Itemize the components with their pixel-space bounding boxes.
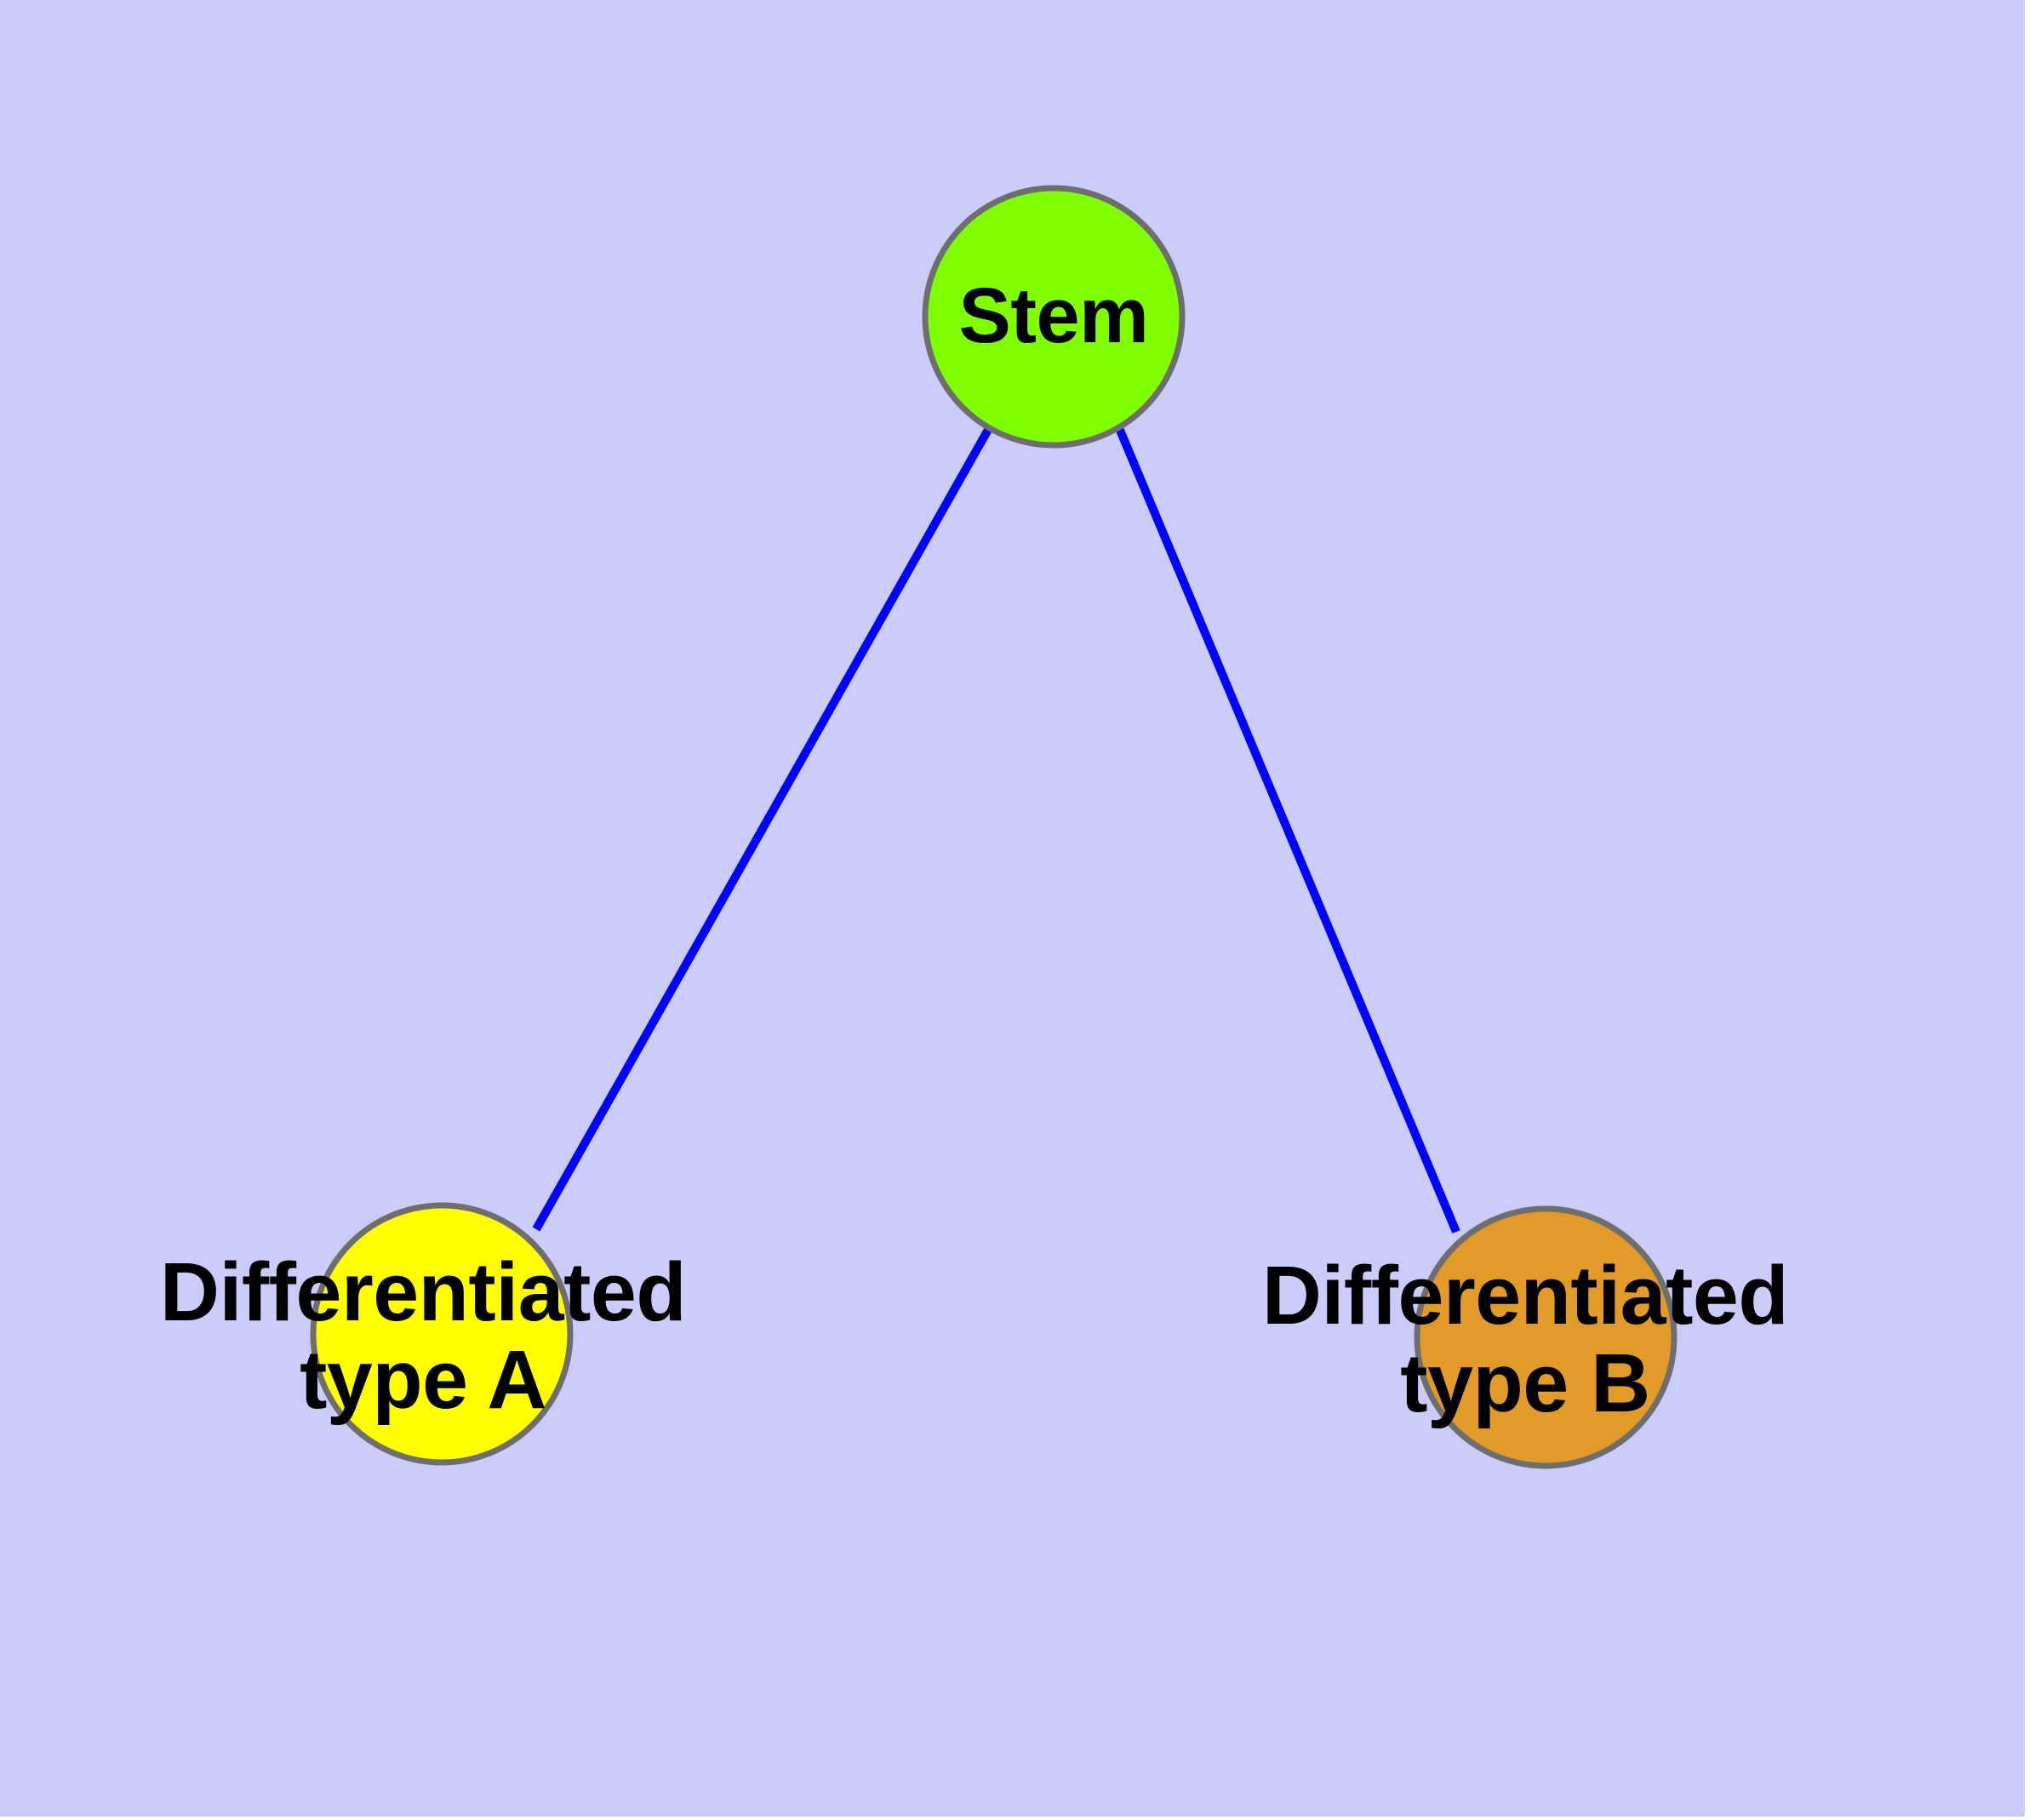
graph-node-diff_a[interactable]: [310, 1202, 574, 1466]
nodes-group: [310, 185, 1677, 1469]
edges-group: [532, 426, 1460, 1233]
graph-node-stem[interactable]: [922, 185, 1186, 449]
graph-edge-stem-to-a: [532, 426, 993, 1232]
graph-edge-stem-to-b: [1115, 426, 1460, 1233]
graph-node-diff_b[interactable]: [1414, 1205, 1677, 1469]
